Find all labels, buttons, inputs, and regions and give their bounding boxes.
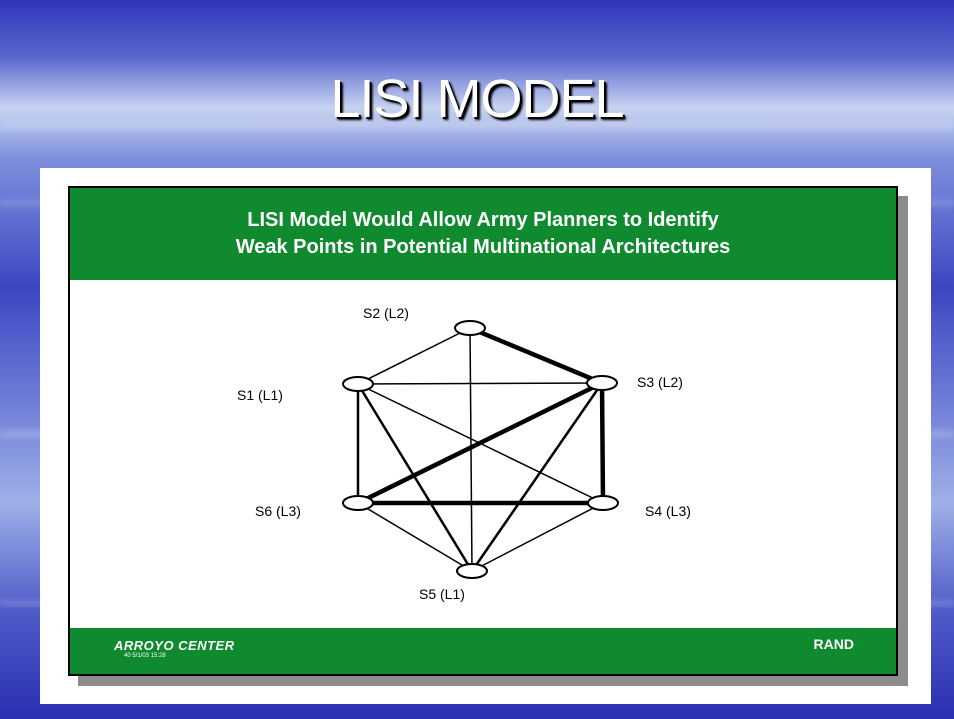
edge-s3-s6 — [357, 380, 603, 506]
header-line-1: LISI Model Would Allow Army Planners to … — [247, 209, 719, 231]
node-s2 — [454, 320, 486, 336]
footer-bar: ARROYO CENTER 40 5/1/03 15:28 RAND — [70, 628, 896, 674]
node-label-s5: S5 (L1) — [419, 586, 465, 602]
edge-s4-s5 — [471, 502, 604, 572]
header-line-2: Weak Points in Potential Multinational A… — [235, 236, 731, 258]
edge-s6-s5 — [357, 502, 473, 572]
node-label-s6: S6 (L3) — [255, 503, 301, 519]
node-s3 — [586, 375, 618, 391]
edge-s3-s5 — [470, 382, 604, 572]
footer-date: 40 5/1/03 15:28 — [124, 653, 166, 659]
edge-s3-s4 — [599, 382, 606, 504]
arroyo-center-logo: ARROYO CENTER — [114, 638, 235, 653]
node-label-s3: S3 (L2) — [637, 374, 683, 390]
content-panel: LISI Model Would Allow Army Planners to … — [40, 168, 931, 704]
edge-s1-s5 — [356, 383, 474, 572]
edge-s1-s3 — [357, 382, 603, 385]
node-s4 — [587, 495, 619, 511]
node-label-s1: S1 (L1) — [237, 387, 283, 403]
embedded-slide: LISI Model Would Allow Army Planners to … — [68, 186, 898, 676]
rand-logo: RAND — [813, 636, 854, 652]
header-bar: LISI Model Would Allow Army Planners to … — [70, 188, 896, 280]
edge-s2-s3 — [469, 325, 603, 386]
slide-title: LISI MODEL — [330, 69, 624, 129]
network-diagram: S2 (L2) S1 (L1) S3 (L2) S6 (L3) S4 (L3) S5 (L… — [237, 305, 691, 602]
node-s1 — [342, 376, 374, 392]
node-s6 — [342, 495, 374, 511]
node-label-s2: S2 (L2) — [363, 305, 409, 321]
node-s5 — [456, 563, 488, 579]
edge-s2-s1 — [357, 327, 471, 385]
node-label-s4: S4 (L3) — [645, 503, 691, 519]
